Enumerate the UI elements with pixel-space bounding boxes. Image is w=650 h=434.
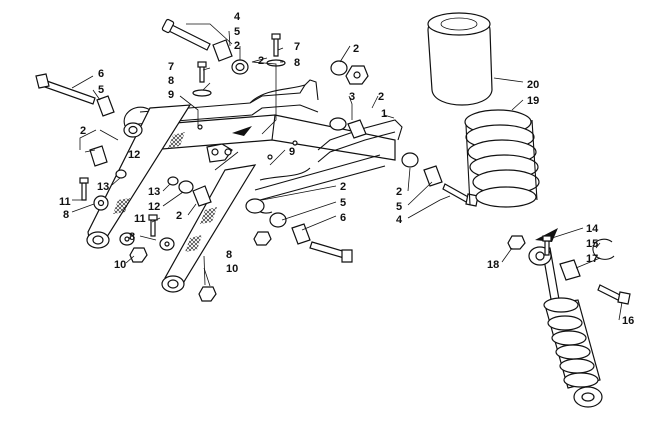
callout-3: 3: [349, 91, 355, 103]
leader-lines: [71, 23, 623, 321]
callout-16: 16: [622, 315, 634, 327]
callout-7: 7: [168, 61, 174, 73]
callout-8: 8: [129, 231, 135, 243]
direction-arrow-icon: [232, 126, 252, 136]
callout-1: 1: [381, 108, 387, 120]
hardware: [35, 18, 479, 302]
callout-5: 5: [234, 26, 240, 38]
callout-8: 8: [294, 57, 300, 69]
callout-4: 4: [396, 214, 403, 226]
suspension-frame: [86, 79, 558, 293]
callout-8: 8: [168, 75, 174, 87]
callout-5: 5: [340, 197, 346, 209]
callout-12: 12: [148, 201, 160, 213]
callout-2: 2: [353, 43, 359, 55]
callout-labels: 4 5 2 7 8 2 7 8 9 6 5 3 2 1 2 20 19 2 12…: [59, 11, 634, 327]
callout-13: 13: [148, 186, 160, 198]
shock-body-rings: [543, 297, 599, 388]
shock-absorber: [427, 12, 631, 408]
callout-19: 19: [527, 95, 539, 107]
callout-6: 6: [340, 212, 346, 224]
callout-8: 8: [226, 249, 232, 261]
callout-12: 12: [128, 149, 140, 161]
callout-10: 10: [114, 259, 126, 271]
callout-4: 4: [234, 11, 241, 23]
callout-5: 5: [98, 84, 104, 96]
callout-2: 2: [234, 40, 240, 52]
callout-7: 7: [294, 41, 300, 53]
callout-9: 9: [168, 89, 174, 101]
callout-2: 2: [378, 91, 384, 103]
callout-9: 9: [289, 146, 295, 158]
spring: [464, 109, 540, 208]
callout-6: 6: [98, 68, 104, 80]
callout-5: 5: [396, 201, 402, 213]
callout-15: 15: [586, 238, 598, 250]
callout-20: 20: [527, 79, 539, 91]
callout-13: 13: [97, 181, 109, 193]
callout-11: 11: [134, 213, 146, 225]
callout-2: 2: [340, 181, 346, 193]
callout-10: 10: [226, 263, 238, 275]
callout-14: 14: [586, 223, 599, 235]
callout-2: 2: [80, 125, 86, 137]
callout-2: 2: [176, 210, 182, 222]
callout-18: 18: [487, 259, 499, 271]
callout-11: 11: [59, 196, 71, 208]
direction-arrow-icon: [535, 228, 558, 242]
callout-17: 17: [586, 253, 598, 265]
callout-8: 8: [63, 209, 69, 221]
callout-2: 2: [258, 55, 264, 67]
callout-2: 2: [396, 186, 402, 198]
